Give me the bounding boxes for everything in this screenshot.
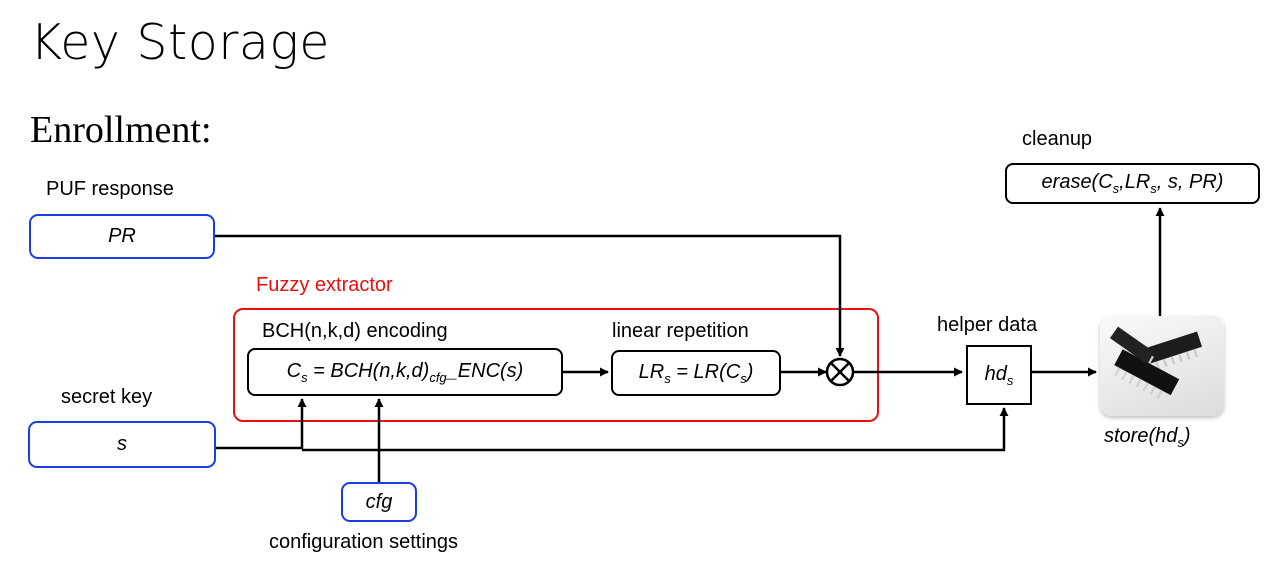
s-value: s bbox=[117, 433, 127, 455]
fuzzy-extractor-frame bbox=[233, 308, 879, 422]
s-to-bch-line bbox=[216, 398, 307, 450]
helper-data-label: helper data bbox=[937, 314, 1038, 336]
erase-box: erase(Cs,LRs, s, PR) bbox=[1005, 163, 1260, 204]
secret-key-box: s bbox=[28, 421, 216, 468]
circled-times-icon bbox=[825, 357, 855, 387]
pr-value: PR bbox=[108, 225, 136, 247]
hd-value: hds bbox=[984, 362, 1014, 388]
pr-to-xor-line bbox=[215, 234, 845, 357]
configuration-settings-label: configuration settings bbox=[269, 531, 459, 553]
puf-response-label: PUF response bbox=[46, 178, 174, 200]
page-title: Key Storage bbox=[30, 14, 330, 71]
fuzzy-extractor-label: Fuzzy extractor bbox=[256, 274, 393, 296]
section-subtitle: Enrollment: bbox=[30, 109, 212, 151]
linear-repetition-box: LRs = LR(Cs) bbox=[611, 350, 781, 396]
erase-formula: erase(Cs,LRs, s, PR) bbox=[1041, 171, 1224, 196]
cfg-box: cfg bbox=[341, 482, 417, 522]
bch-encoding-label: BCH(n,k,d) encoding bbox=[262, 320, 448, 342]
puf-response-box: PR bbox=[29, 214, 215, 259]
store-label: store(hds) bbox=[1104, 425, 1191, 450]
cleanup-label: cleanup bbox=[1022, 128, 1093, 150]
lr-formula: LRs = LR(Cs) bbox=[638, 360, 754, 386]
bch-formula: Cs = BCH(n,k,d)cfg_ENC(s) bbox=[286, 359, 524, 385]
bch-encoding-box: Cs = BCH(n,k,d)cfg_ENC(s) bbox=[247, 348, 563, 396]
cfg-value: cfg bbox=[365, 490, 393, 513]
s-to-hd-line bbox=[302, 407, 1009, 452]
ic-chip-icon bbox=[1100, 316, 1224, 416]
linear-repetition-label: linear repetition bbox=[612, 320, 749, 342]
helper-data-box: hds bbox=[966, 345, 1032, 405]
secret-key-label: secret key bbox=[61, 386, 153, 408]
